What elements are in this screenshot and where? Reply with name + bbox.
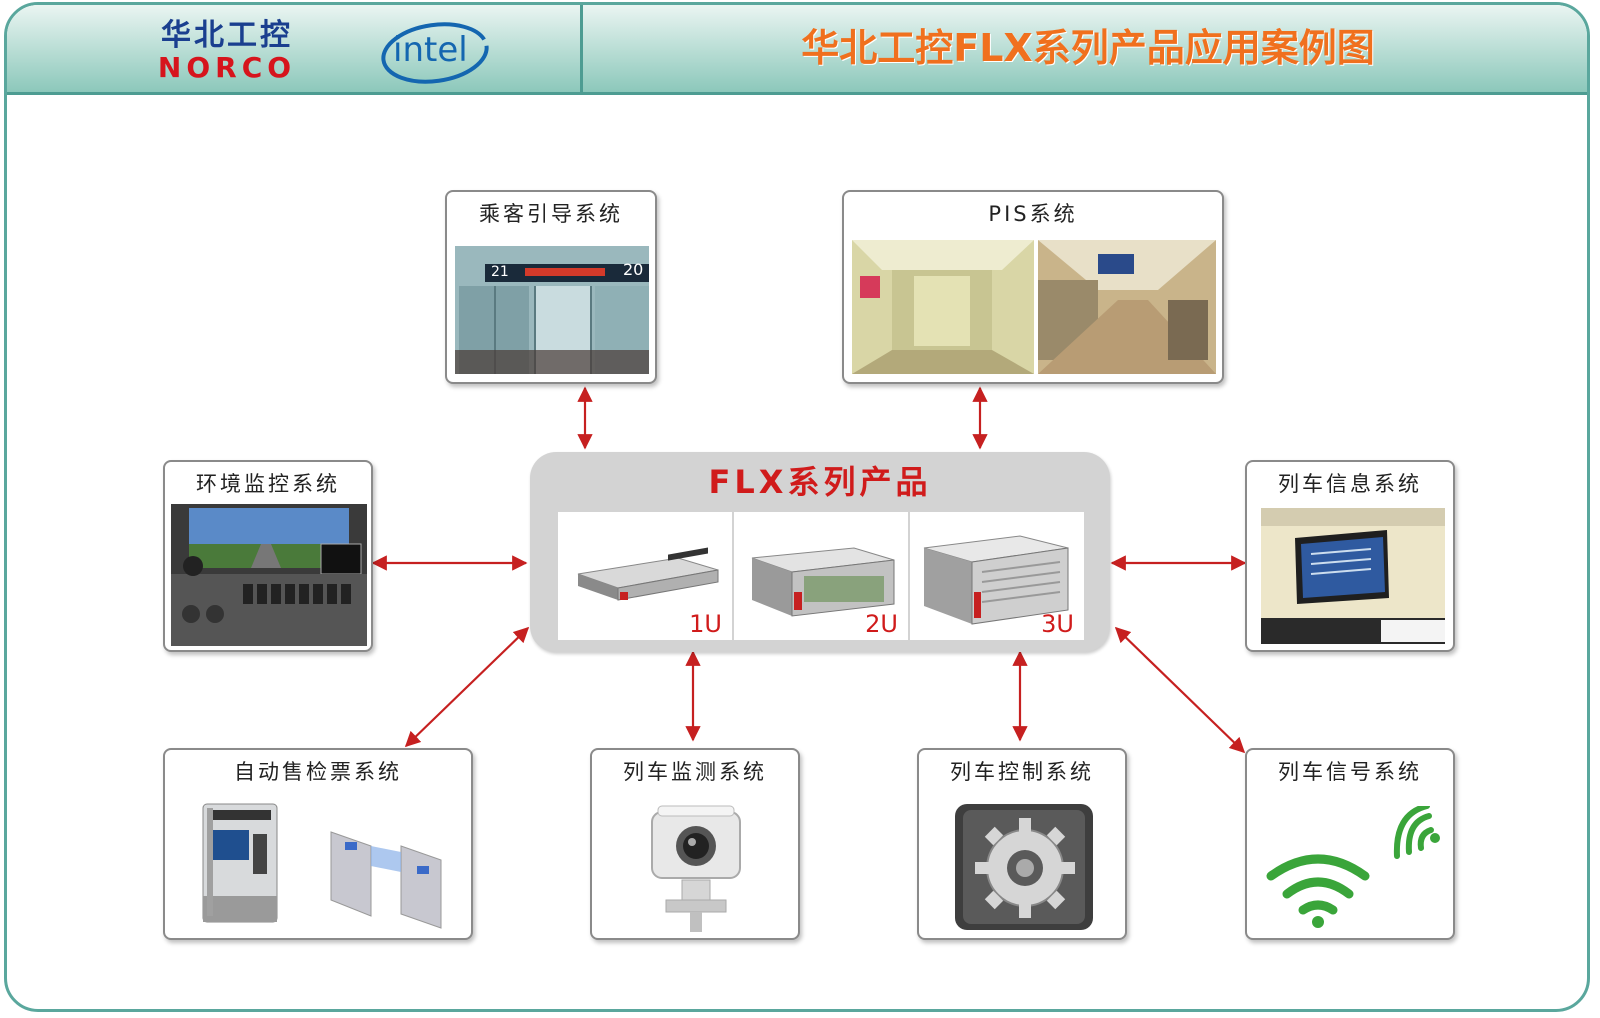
product-3u: 3U: [910, 512, 1084, 640]
flx-product-panel: FLX系列产品 1U 2U: [530, 452, 1110, 652]
server-2u-icon: [751, 547, 895, 617]
system-title-passenger-guidance: 乘客引导系统: [479, 202, 623, 226]
intel-swoosh-icon: [381, 22, 489, 84]
system-train-control: 列车控制系统: [917, 748, 1127, 940]
guidance-sign-left: 21: [491, 264, 509, 280]
pis-photo-train-interior: [852, 240, 1034, 374]
product-label-1u: 1U: [689, 610, 722, 638]
info-display-image: [1261, 508, 1445, 644]
station-gate-image: [455, 246, 649, 374]
wireless-wave-icon: [1393, 806, 1440, 859]
norco-logo-en: NORCO: [157, 51, 297, 84]
system-title-afc: 自动售检票系统: [234, 760, 402, 784]
environment-monitoring-photo: [171, 504, 367, 646]
pis-photo-platform: [1038, 240, 1216, 374]
cab-console-image: [171, 504, 367, 646]
header-divider: [580, 5, 583, 95]
system-train-info: 列车信息系统: [1245, 460, 1455, 652]
system-title-train-monitoring: 列车监测系统: [623, 760, 767, 784]
page-title: 华北工控FLX系列产品应用案例图: [801, 26, 1375, 70]
product-2u: 2U: [734, 512, 908, 640]
train-interior-image: [852, 240, 1034, 374]
product-1u: 1U: [558, 512, 732, 640]
system-title-train-signal: 列车信号系统: [1278, 760, 1422, 784]
arrow-afc: [404, 626, 530, 748]
guidance-sign-right: 20: [623, 260, 644, 279]
train-info-photo: [1261, 508, 1445, 644]
product-label-3u: 3U: [1041, 610, 1074, 638]
product-label-2u: 2U: [865, 610, 898, 638]
system-passenger-guidance: 乘客引导系统 21 20: [445, 190, 657, 384]
arrow-train-signal: [1114, 626, 1246, 754]
norco-logo-cn: 华北工控: [161, 18, 293, 53]
server-1u-icon: [577, 547, 719, 601]
system-title-pis: PIS系统: [988, 202, 1078, 226]
system-title-train-info: 列车信息系统: [1278, 472, 1422, 496]
system-pis: PIS系统: [842, 190, 1224, 384]
security-camera-icon: [651, 805, 741, 932]
intel-logo: intel: [379, 17, 495, 87]
wifi-signal-icon: [1266, 854, 1370, 928]
ticket-machine-icon: [202, 803, 278, 923]
ticket-gate-icon: [330, 831, 442, 929]
norco-logo: 华北工控 NORCO: [137, 19, 317, 85]
system-train-monitoring: 列车监测系统: [590, 748, 800, 940]
system-title-environment-monitoring: 环境监控系统: [196, 472, 340, 496]
server-3u-icon: [923, 535, 1069, 625]
system-title-train-control: 列车控制系统: [950, 760, 1094, 784]
platform-image: [1038, 240, 1216, 374]
header-bar: 华北工控 NORCO intel 华北工控FLX系列产品应用案例图: [7, 5, 1587, 95]
system-afc: 自动售检票系统: [163, 748, 473, 940]
system-train-signal: 列车信号系统: [1245, 748, 1455, 940]
intel-logo-text: intel: [393, 30, 468, 70]
system-environment-monitoring: 环境监控系统: [163, 460, 373, 652]
gear-icon: [955, 804, 1093, 930]
passenger-guidance-photo: 21 20: [455, 246, 649, 374]
flx-product-title: FLX系列产品: [708, 463, 932, 501]
